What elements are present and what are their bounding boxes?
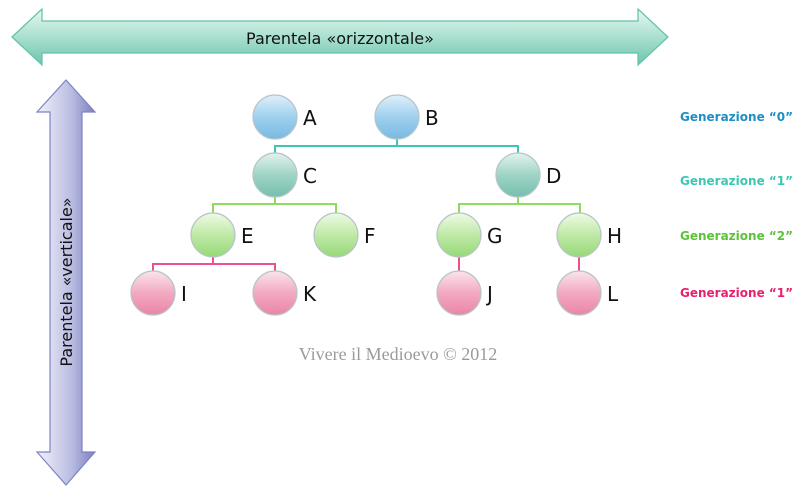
generation-label-3: Generazione “1” xyxy=(680,286,793,300)
generation-label-2: Generazione “2” xyxy=(680,229,793,243)
node-label: B xyxy=(425,106,439,130)
node-label: L xyxy=(607,282,619,306)
vertical-arrow-label: Parentela «verticale» xyxy=(57,197,76,366)
watermark: Vivere il Medioevo © 2012 xyxy=(299,344,498,364)
node-label: C xyxy=(303,164,317,188)
connector-gen2 xyxy=(212,197,581,213)
node-label: F xyxy=(364,224,376,248)
node-d: D xyxy=(495,152,561,198)
node-label: D xyxy=(546,164,561,188)
horizontal-arrow-label: Parentela «orizzontale» xyxy=(246,29,434,48)
generation-label-0: Generazione “0” xyxy=(680,110,793,124)
node-e: E xyxy=(190,212,254,258)
node-i: I xyxy=(130,270,187,316)
node-h: H xyxy=(556,212,622,258)
node-l: L xyxy=(556,270,619,316)
vertical-kinship-arrow: Parentela «verticale» xyxy=(35,79,97,486)
node-label: A xyxy=(303,106,317,130)
node-g: G xyxy=(436,212,503,258)
node-a: A xyxy=(252,94,317,140)
node-label: J xyxy=(485,282,493,306)
node-label: E xyxy=(241,224,254,248)
node-label: I xyxy=(181,282,187,306)
node-b: B xyxy=(374,94,439,140)
node-label: H xyxy=(607,224,622,248)
connector-gen3 xyxy=(152,257,580,271)
connectors xyxy=(152,139,581,271)
node-label: K xyxy=(303,282,317,306)
node-k: K xyxy=(252,270,317,316)
node-f: F xyxy=(313,212,376,258)
generation-label-1: Generazione “1” xyxy=(680,174,793,188)
node-c: C xyxy=(252,152,317,198)
connector-gen1 xyxy=(274,139,519,153)
horizontal-kinship-arrow: Parentela «orizzontale» xyxy=(11,7,669,67)
node-j: J xyxy=(436,270,493,316)
node-label: G xyxy=(487,224,503,248)
